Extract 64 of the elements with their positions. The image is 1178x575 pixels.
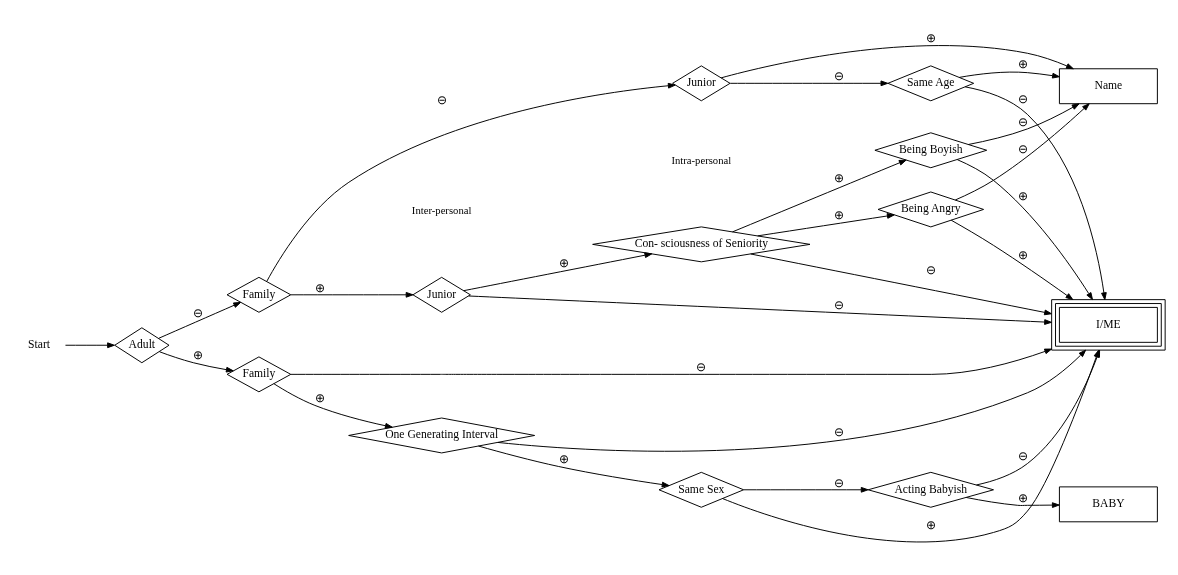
node-box: BABY: [1058, 486, 1158, 523]
arrow: [720, 45, 1074, 79]
edge-label: ⊕: [925, 32, 936, 46]
node-box: Name: [1058, 68, 1158, 105]
node-diamond: Adult: [114, 327, 170, 364]
edge-label: ⊖: [834, 70, 845, 84]
edge-label: ⊖: [1017, 142, 1028, 156]
arrow: [954, 103, 1090, 201]
node-diamond: Family: [226, 276, 292, 313]
edge-label: ⊕: [314, 392, 325, 406]
edge-label: ⊖: [193, 306, 204, 320]
edge-label: ⊕: [1017, 248, 1028, 262]
edge-label: ⊕: [925, 519, 936, 533]
arrow: [266, 82, 676, 282]
edge-label: ⊕: [1017, 190, 1028, 204]
edge-label: ⊕: [834, 208, 845, 222]
arrow: [743, 486, 869, 493]
arrow: [967, 103, 1080, 145]
edge-label: ⊖: [834, 476, 845, 490]
arrow: [757, 213, 895, 237]
edge-label: ⊕: [834, 171, 845, 185]
arrow: [729, 80, 889, 87]
arrow: [290, 348, 1053, 375]
arrow: [290, 291, 414, 298]
arrow: [732, 159, 907, 233]
edge-label: ⊖: [834, 298, 845, 312]
label: Intra-personal: [671, 153, 732, 166]
edge-label: ⊖: [834, 426, 845, 440]
arrow: [158, 351, 234, 373]
node-diamond: One Generating Interval: [348, 417, 536, 454]
arrow: [463, 252, 653, 292]
edge-label: ⊖: [1017, 450, 1028, 464]
node-text: Start: [28, 338, 51, 352]
arrow: [964, 86, 1107, 301]
node-diamond: Con- sciousness of Seniority: [592, 226, 811, 263]
label: Inter-personal: [411, 204, 472, 217]
edge-label: ⊖: [436, 94, 447, 108]
node-diamond: Same Age: [887, 65, 975, 102]
arrow: [65, 342, 115, 349]
node-diamond: Junior: [672, 65, 731, 102]
edge-label: ⊖: [1017, 115, 1028, 129]
edge-label: ⊕: [558, 453, 569, 467]
edge-label: ⊖: [925, 264, 936, 278]
arrow: [497, 349, 1087, 452]
arrow: [956, 159, 1093, 301]
node-diamond: Junior: [412, 276, 471, 313]
arrow: [468, 295, 1052, 325]
node-diamond: Being Angry: [877, 191, 985, 228]
edge-label: ⊖: [1017, 93, 1028, 107]
edge-label: ⊕: [1017, 492, 1028, 506]
arrow: [750, 253, 1052, 316]
arrow: [478, 445, 670, 488]
node-box: I/ME: [1051, 299, 1166, 351]
arrow: [273, 383, 393, 429]
edge-label: ⊕: [1017, 58, 1028, 72]
node-diamond: Acting Babyish: [867, 471, 994, 508]
edge-label: ⊕: [558, 257, 569, 271]
arrow: [158, 301, 242, 339]
arrow: [965, 497, 1060, 508]
edge-label: ⊕: [193, 349, 204, 363]
arrow: [958, 71, 1060, 79]
edge-label: ⊖: [696, 361, 707, 375]
arrow: [950, 219, 1074, 301]
edge-label: ⊕: [314, 281, 325, 295]
